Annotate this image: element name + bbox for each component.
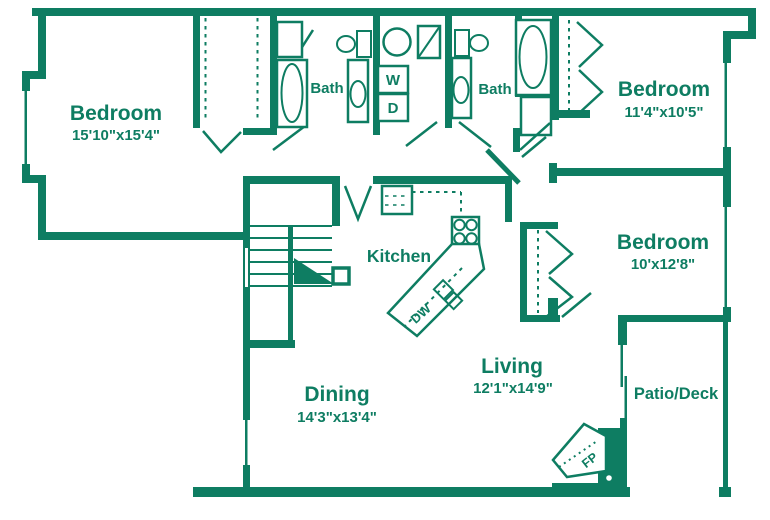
closets [204,18,604,318]
bath1-door [272,125,306,151]
bath2-closet-door [521,136,547,158]
patio-rail [723,322,728,487]
bedroom3-door [561,292,592,318]
sink [336,35,356,53]
window-bedroom1 [24,89,27,166]
washer-label: W [386,72,401,89]
hall-angled-wall [485,148,521,185]
kitchen-label: Kitchen [367,246,431,266]
bath2-door [458,121,492,148]
bathtub [514,18,553,97]
bath2-fixtures [450,18,553,137]
stair-newel-post [331,266,351,286]
bifold-door [576,69,604,116]
bedroom1-label: Bedroom [70,102,162,125]
bedroom2-label: Bedroom [618,78,710,101]
staircase [250,225,351,287]
toilet [450,56,473,120]
laundry-door [405,121,438,147]
living-dims: 12'1"x14'9" [473,380,553,397]
kitchen-peninsula [386,242,486,338]
bedroom3-label: Bedroom [617,231,709,254]
dining-label: Dining [304,383,369,406]
laundry-closet: W D [376,24,442,123]
kitchen-door [343,185,373,223]
bifold-door [545,276,574,318]
washer [376,64,410,95]
window-dining [245,420,248,465]
kitchen-sink [432,278,464,311]
patio-label: Patio/Deck [634,385,719,403]
window-bedroom3 [724,207,727,307]
sliding-door-panel [620,345,623,387]
bifold-door [576,21,604,68]
toilet [346,58,370,124]
room-labels: Bedroom 15'10"x15'4" Bath Bath Bedroom 1… [70,78,719,426]
bath1-label: Bath [310,80,343,97]
dryer-label: D [388,100,399,117]
doors [202,29,592,318]
dryer [376,92,410,123]
window-bedroom2 [724,63,727,147]
sliding-door-panel [624,376,627,420]
bath2-label: Bath [478,81,511,98]
vanity [454,29,470,57]
kitchen-fixtures: DW [380,184,486,338]
linen-closet [275,20,304,59]
fireplace-box [551,422,608,479]
vanity [356,30,372,58]
sink [469,34,489,52]
bedroom1-dims: 15'10"x15'4" [72,127,160,144]
utility-fixture [382,27,412,57]
living-label: Living [481,355,543,378]
stair-direction-arrow [294,258,334,284]
exterior-walls [22,8,756,497]
bedroom2-dims: 11'4"x10'5" [625,104,704,121]
bedroom3-dims: 10'x12'8" [631,256,695,273]
bedroom2-door [519,122,551,151]
dining-dims: 14'3"x13'4" [297,409,377,426]
fireplace: FP [551,422,627,487]
bath2-closet [519,95,553,137]
bath1-fixtures [275,20,372,129]
bifold-door [545,230,574,275]
bedroom1-door [202,130,242,154]
refrigerator [380,184,414,216]
